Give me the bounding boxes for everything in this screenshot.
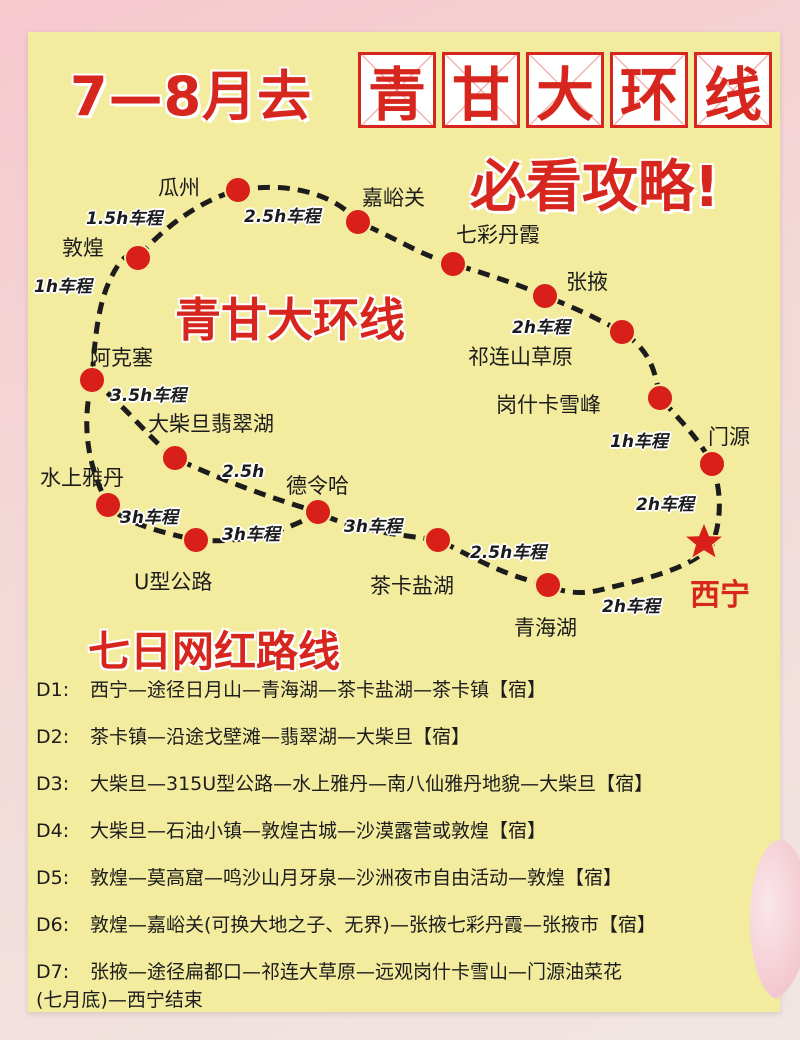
stop-dot-qicai (439, 250, 467, 278)
route-map (78, 176, 727, 599)
day-text: 茶卡镇—沿途戈壁滩—翡翠湖—大柴旦【宿】 (90, 726, 471, 748)
stop-dot-akesai (78, 366, 106, 394)
title-char-box: 青 (358, 52, 436, 129)
duration-label: 1.5h车程 (86, 209, 163, 229)
stop-dot-guazhou (224, 176, 252, 204)
stop-label-zhangye: 张掖 (566, 270, 608, 294)
title-char-box: 甘 (442, 52, 520, 129)
duration-label: 2h车程 (636, 495, 694, 515)
stop-dot-menyuan (698, 450, 726, 478)
stop-dot-chaka (424, 526, 452, 554)
duration-label: 2h车程 (602, 597, 660, 617)
day-id: D3: (36, 773, 70, 795)
stop-label-qicai: 七彩丹霞 (456, 223, 540, 247)
stop-label-qilian: 祁连山草原 (468, 345, 573, 369)
stop-label-menyuan: 门源 (708, 425, 750, 449)
duration-label: 3h车程 (120, 508, 178, 528)
itinerary-day: D1: 西宁—途径日月山—青海湖—茶卡盐湖—茶卡镇【宿】 (36, 676, 776, 704)
route-inner-path (90, 378, 319, 515)
day-id: D7: (36, 961, 70, 983)
day-text-continued: (七月底)—西宁结束 (36, 989, 203, 1011)
stop-label-uroad: U型公路 (134, 570, 213, 594)
stop-dot-jiayuguan (344, 208, 372, 236)
day-text: 敦煌—嘉峪关(可换大地之子、无界)—张掖七彩丹霞—张掖市【宿】 (90, 914, 656, 936)
duration-label: 1h车程 (610, 432, 668, 452)
stop-label-dachaidan: 大柴旦翡翠湖 (148, 412, 274, 436)
stop-dot-qilian (608, 318, 636, 346)
itinerary-day: D6: 敦煌—嘉峪关(可换大地之子、无界)—张掖七彩丹霞—张掖市【宿】 (36, 911, 776, 939)
stop-label-qinghaihu: 青海湖 (514, 616, 577, 640)
stop-label-dunhuang: 敦煌 (62, 236, 104, 260)
itinerary-day: D3: 大柴旦—315U型公路—水上雅丹—南八仙雅丹地貌—大柴旦【宿】 (36, 770, 776, 798)
duration-label: 2.5h车程 (470, 543, 547, 563)
itinerary-day: D7: 张掖—途径扁都口—祁连大草原—远观岗什卡雪山—门源油菜花 (七月底)—西宁… (36, 958, 776, 1014)
stop-label-chaka: 茶卡盐湖 (370, 574, 454, 598)
itinerary-day: D2: 茶卡镇—沿途戈壁滩—翡翠湖—大柴旦【宿】 (36, 723, 776, 751)
title-prefix: 7—8月去 (70, 65, 313, 128)
title-boxes: 青 甘 大 环 线 (358, 52, 772, 129)
flower-petal-decoration (750, 840, 800, 1000)
route-title: 七日网红路线 (88, 627, 341, 676)
stop-label-shuishang: 水上雅丹 (40, 466, 124, 490)
day-text: 张掖—途径扁都口—祁连大草原—远观岗什卡雪山—门源油菜花 (90, 961, 623, 983)
stop-dot-dunhuang (124, 244, 152, 272)
stop-dot-zhangye (531, 282, 559, 310)
day-text: 大柴旦—石油小镇—敦煌古城—沙漠露营或敦煌【宿】 (90, 820, 547, 842)
stop-label-delingha: 德令哈 (286, 474, 349, 498)
duration-label: 2.5h车程 (244, 207, 321, 227)
duration-label: 2.5h (222, 462, 265, 482)
day-id: D1: (36, 679, 70, 701)
duration-label: 3h车程 (344, 517, 402, 537)
day-id: D6: (36, 914, 70, 936)
day-text: 西宁—途径日月山—青海湖—茶卡盐湖—茶卡镇【宿】 (90, 679, 547, 701)
stop-label-jiayuguan: 嘉峪关 (362, 186, 425, 210)
itinerary-list: D1: 西宁—途径日月山—青海湖—茶卡盐湖—茶卡镇【宿】 D2: 茶卡镇—沿途戈壁滩… (36, 676, 776, 1014)
xining-star-icon (681, 520, 727, 561)
itinerary-day: D4: 大柴旦—石油小镇—敦煌古城—沙漠露营或敦煌【宿】 (36, 817, 776, 845)
duration-label: 3h车程 (222, 525, 280, 545)
title-char-box: 大 (526, 52, 604, 129)
subtitle: 必看攻略! (470, 155, 720, 220)
stop-dot-gangshika (646, 384, 674, 412)
duration-label: 3.5h车程 (110, 386, 187, 406)
title-char-box: 环 (610, 52, 688, 129)
stop-dot-qinghaihu (534, 571, 562, 599)
stop-dot-delingha (304, 498, 332, 526)
stop-dot-uroad (182, 526, 210, 554)
route-outer-loop (84, 184, 722, 595)
duration-label: 2h车程 (512, 318, 570, 338)
itinerary-day: D5: 敦煌—莫高窟—鸣沙山月牙泉—沙洲夜市自由活动—敦煌【宿】 (36, 864, 776, 892)
stop-label-gangshika: 岗什卡雪峰 (496, 393, 601, 417)
stop-label-akesai: 阿克塞 (90, 346, 153, 370)
day-id: D2: (36, 726, 70, 748)
map-title: 青甘大环线 (175, 293, 405, 347)
day-id: D4: (36, 820, 70, 842)
stop-dot-shuishang (94, 491, 122, 519)
day-text: 敦煌—莫高窟—鸣沙山月牙泉—沙洲夜市自由活动—敦煌【宿】 (90, 867, 623, 889)
stop-dot-dachaidan (161, 444, 189, 472)
day-id: D5: (36, 867, 70, 889)
title-char-box: 线 (694, 52, 772, 129)
duration-label: 1h车程 (34, 277, 92, 297)
day-text: 大柴旦—315U型公路—水上雅丹—南八仙雅丹地貌—大柴旦【宿】 (90, 773, 654, 795)
stop-label-guazhou: 瓜州 (158, 176, 200, 200)
poster-card (28, 32, 780, 1012)
stop-label-xining: 西宁 (690, 578, 750, 613)
